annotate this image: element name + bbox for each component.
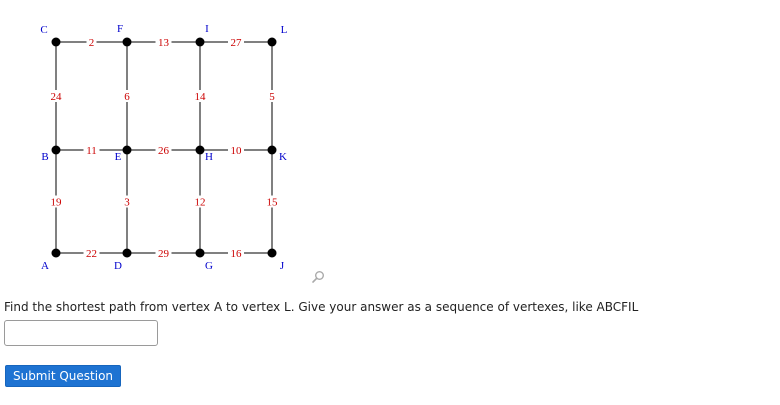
vertex-label-E: E	[115, 151, 122, 163]
edge-weight-bg	[48, 90, 64, 102]
vertex-label-L: L	[281, 24, 288, 36]
vertex-label-G: G	[205, 260, 213, 272]
edge-weight-bg	[192, 195, 208, 208]
edge-weight-FE: 6	[124, 91, 130, 103]
edge-weight-FI: 13	[158, 37, 170, 49]
vertex-E	[122, 145, 132, 155]
question-text: Find the shortest path from vertex A to …	[4, 300, 639, 314]
edge-weight-bg	[192, 90, 208, 102]
vertex-D	[122, 248, 132, 258]
edge-weight-bg	[83, 144, 100, 156]
vertex-label-K: K	[279, 151, 287, 163]
edge-weight-bg	[122, 90, 132, 102]
vertex-label-H: H	[205, 151, 213, 163]
vertex-A	[51, 248, 61, 258]
vertex-K	[267, 145, 277, 155]
vertex-label-B: B	[41, 151, 48, 163]
edge-weight-bg	[86, 36, 97, 48]
answer-input[interactable]	[4, 320, 158, 346]
edge-weight-bg	[228, 247, 244, 259]
edge-weight-IH: 14	[195, 91, 207, 103]
edge-weight-DG: 29	[158, 248, 170, 260]
edge-weight-bg	[48, 195, 64, 208]
edge-weight-BE: 11	[86, 145, 97, 157]
vertex-C	[51, 37, 61, 47]
vertex-J	[267, 248, 277, 258]
edge-weight-GJ: 16	[231, 248, 243, 260]
edge-weight-EH: 26	[158, 145, 170, 157]
vertex-G	[195, 248, 205, 258]
vertex-label-I: I	[205, 23, 209, 35]
edge-weight-AD: 22	[86, 248, 97, 260]
edge-weight-bg	[122, 195, 132, 208]
edge-weight-CF: 2	[89, 37, 95, 49]
vertex-B	[51, 145, 61, 155]
vertex-label-C: C	[40, 24, 47, 36]
vertex-I	[195, 37, 205, 47]
edge-weight-bg	[228, 144, 244, 156]
vertex-label-A: A	[41, 260, 49, 272]
submit-question-button[interactable]: Submit Question	[5, 365, 121, 387]
edge-weight-CB: 24	[51, 91, 63, 103]
vertex-F	[122, 37, 132, 47]
edge-weight-LK: 5	[269, 91, 275, 103]
edge-weight-bg	[155, 36, 172, 48]
edge-weight-bg	[228, 36, 244, 48]
edge-weight-IL: 27	[231, 37, 243, 49]
edge-weight-HK: 10	[231, 145, 243, 157]
edge-weight-HG: 12	[195, 197, 206, 209]
edge-weight-bg	[83, 247, 100, 259]
edge-weight-BA: 19	[51, 197, 63, 209]
vertex-H	[195, 145, 205, 155]
vertex-label-F: F	[117, 23, 123, 35]
edge-weight-bg	[155, 247, 172, 259]
vertex-label-J: J	[280, 260, 285, 272]
vertex-L	[267, 37, 277, 47]
edge-weight-ED: 3	[124, 197, 130, 209]
vertex-label-D: D	[114, 260, 122, 272]
edge-weight-KJ: 15	[267, 197, 279, 209]
magnifying-glass-icon[interactable]	[311, 270, 325, 284]
edge-weight-bg	[267, 90, 277, 102]
graph-diagram: 2 13 27 11 26 10 22 29 16 24 19 6 3 14 12 5 15A B C D E F G H I J…	[40, 23, 288, 272]
edge-weight-bg	[264, 195, 280, 208]
edge-weight-bg	[155, 144, 172, 156]
